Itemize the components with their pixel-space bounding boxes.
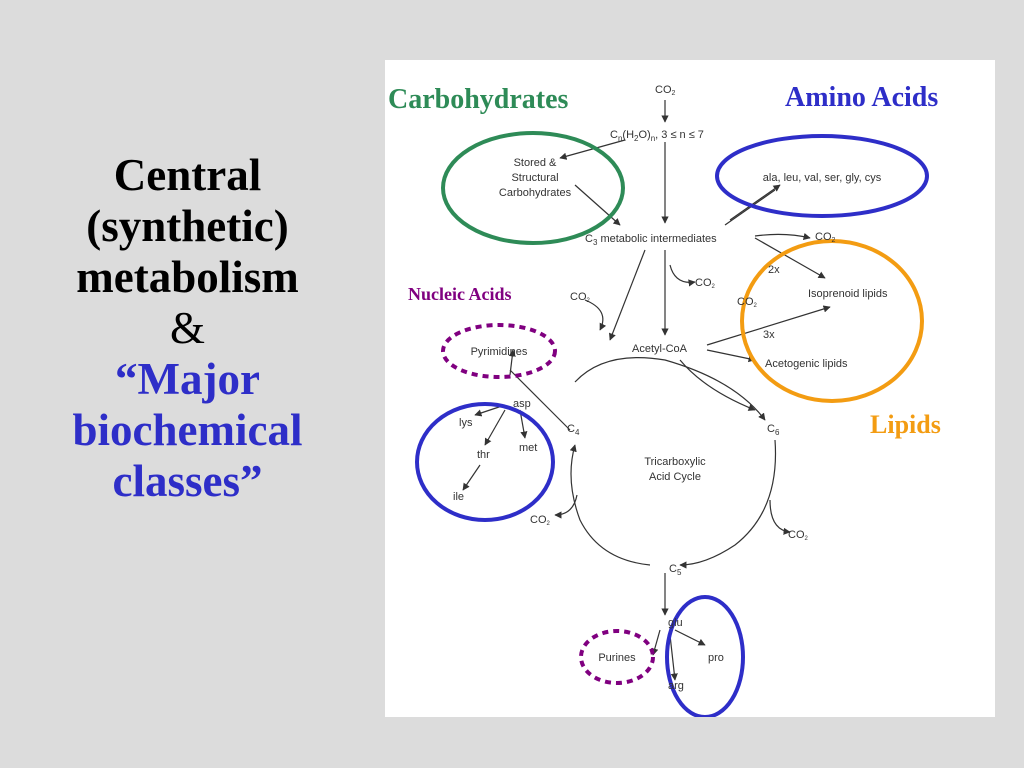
three-x-label: 3x xyxy=(763,329,775,341)
arrow-glu-to-purines xyxy=(651,629,661,656)
arrow-acetyl-to-cycle xyxy=(679,359,756,411)
arrow-c3-co2 xyxy=(669,264,696,287)
amino-acids-label: Amino Acids xyxy=(785,82,939,113)
arrow-glu-to-arg xyxy=(669,634,678,681)
nucleic-acids-label: Nucleic Acids xyxy=(408,284,512,304)
c6-label: C6 xyxy=(767,423,780,437)
purines-circle xyxy=(579,629,655,685)
glutamate-family-circle xyxy=(665,595,745,717)
two-x-label: 2x xyxy=(768,264,780,276)
carbohydrates-circle xyxy=(441,131,625,245)
co2-c3-label: CO2 xyxy=(815,231,836,244)
title-ampersand: & xyxy=(169,303,205,353)
title-line-4: “Major xyxy=(115,354,260,404)
cn-formula-label: Cn(H2O)n, 3 ≤ n ≤ 7 xyxy=(610,129,704,143)
arrow-acetyl-to-isoprenoid xyxy=(706,305,831,346)
acetogenic-lipids-label: Acetogenic lipids xyxy=(765,358,848,370)
ile-label: ile xyxy=(453,491,464,503)
amino-acids-circle xyxy=(715,134,929,218)
arrow-c3-to-c4 xyxy=(608,249,646,341)
pro-label: pro xyxy=(708,652,724,664)
title-line-6: classes” xyxy=(112,456,263,506)
amino-acid-list: ala, leu, val, ser, gly, cys xyxy=(763,172,882,184)
met-label: met xyxy=(519,442,537,454)
metabolism-diagram: CO2 Cn(H2O)n, 3 ≤ n ≤ 7 Stored & Structu… xyxy=(415,84,929,717)
acetyl-coa-label: Acetyl-CoA xyxy=(632,343,688,355)
isoprenoid-lipids-label: Isoprenoid lipids xyxy=(808,288,888,300)
title-line-3: metabolism xyxy=(76,252,299,302)
c3-intermediates-label: C3 metabolic intermediates xyxy=(585,233,717,247)
c5-label: C5 xyxy=(669,563,682,577)
arrow-c3-to-amino xyxy=(729,184,781,221)
arrow-c3-to-isoprenoid xyxy=(754,237,826,279)
pyrimidines-label: Pyrimidines xyxy=(471,346,528,358)
arrow-c4-to-asp xyxy=(509,369,571,431)
arrow-cycle-right xyxy=(679,439,777,569)
arrow-glu-to-pro xyxy=(674,629,706,646)
stored-line-1: Stored & xyxy=(514,157,557,169)
thr-label: thr xyxy=(477,449,490,461)
co2-tca-left-label: CO2 xyxy=(530,514,551,527)
arrow-asp-to-pyrimidines xyxy=(508,349,516,376)
lys-label: lys xyxy=(459,417,473,429)
arg-label: arg xyxy=(668,680,684,692)
c4-label: C4 xyxy=(567,423,580,437)
tca-line-1: Tricarboxylic xyxy=(644,456,706,468)
arrow-co2-left xyxy=(584,299,607,331)
glu-label: glu xyxy=(668,617,683,629)
arrow-acetyl-to-acetogenic xyxy=(706,349,756,363)
arrow-stored-to-c3 xyxy=(574,184,621,226)
arrow-group xyxy=(462,100,831,681)
co2-left-label: CO2 xyxy=(570,291,591,304)
co2-acetyl-label: CO2 xyxy=(695,277,716,290)
diagram-panel: CO2 Cn(H2O)n, 3 ≤ n ≤ 7 Stored & Structu… xyxy=(385,60,995,717)
lipids-label: Lipids xyxy=(870,410,941,439)
co2-lipid-label: CO2 xyxy=(737,296,758,309)
arrow-cycle-top xyxy=(574,357,766,421)
stored-line-2: Structural xyxy=(511,172,558,184)
purines-label: Purines xyxy=(598,652,636,664)
arrow-thr-to-ile xyxy=(462,464,481,491)
aspartate-family-circle xyxy=(415,402,555,522)
co2-tca-right-label: CO2 xyxy=(788,529,809,542)
arrow-c3-to-co2 xyxy=(754,232,811,240)
tca-line-2: Acid Cycle xyxy=(649,471,701,483)
arrow-cycle-left xyxy=(569,444,651,566)
arrow-amino-to-c3 xyxy=(724,189,776,226)
pyrimidines-circle xyxy=(441,323,557,379)
title-line-1: Central xyxy=(113,150,262,200)
arrow-asp-to-thr xyxy=(484,409,506,446)
arrow-cycle-co2-right xyxy=(769,499,791,535)
stored-line-3: Carbohydrates xyxy=(499,187,572,199)
co2-top-label: CO2 xyxy=(655,84,676,97)
carbohydrates-label: Carbohydrates xyxy=(388,84,569,115)
title-line-2: (synthetic) xyxy=(86,201,289,251)
slide-title: Central (synthetic) metabolism & “Major … xyxy=(20,150,355,507)
lipids-circle xyxy=(740,239,924,403)
arrow-cycle-co2-left xyxy=(554,494,578,519)
asp-label: asp xyxy=(513,398,531,410)
title-line-5: biochemical xyxy=(72,405,303,455)
